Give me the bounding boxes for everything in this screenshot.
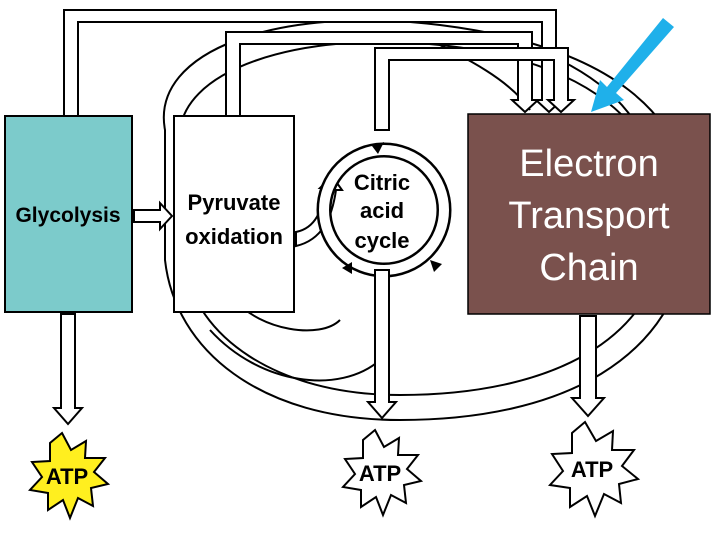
atp-output-arrows — [51, 269, 607, 426]
etc-label-line2: Transport — [508, 195, 670, 237]
glycolysis-label: Glycolysis — [15, 204, 120, 227]
citric-label-line3: cycle — [354, 228, 409, 253]
atp-label-etc: ATP — [571, 457, 613, 482]
etc-label-line3: Chain — [539, 247, 638, 289]
pyruvate-oxidation-box — [173, 115, 295, 313]
atp-burst-etc: ATP — [547, 420, 641, 519]
atp-burst-citric: ATP — [341, 428, 424, 518]
glycolysis-box — [4, 115, 133, 313]
electron-transport-chain-box — [467, 113, 711, 315]
citric-label-line2: acid — [360, 198, 404, 223]
feedback-arrows — [63, 9, 577, 131]
arrow-glycolysis-to-pyruvate — [133, 200, 174, 232]
atp-label-glycolysis: ATP — [46, 464, 88, 489]
atp-label-citric: ATP — [359, 461, 401, 486]
pyruvate-label-line1: Pyruvate — [188, 190, 281, 215]
highlight-arrow — [591, 18, 674, 112]
pyruvate-label-line2: oxidation — [185, 224, 283, 249]
citric-label-line1: Citric — [354, 170, 410, 195]
etc-label-line1: Electron — [519, 143, 658, 185]
atp-burst-glycolysis: ATP — [28, 431, 111, 521]
